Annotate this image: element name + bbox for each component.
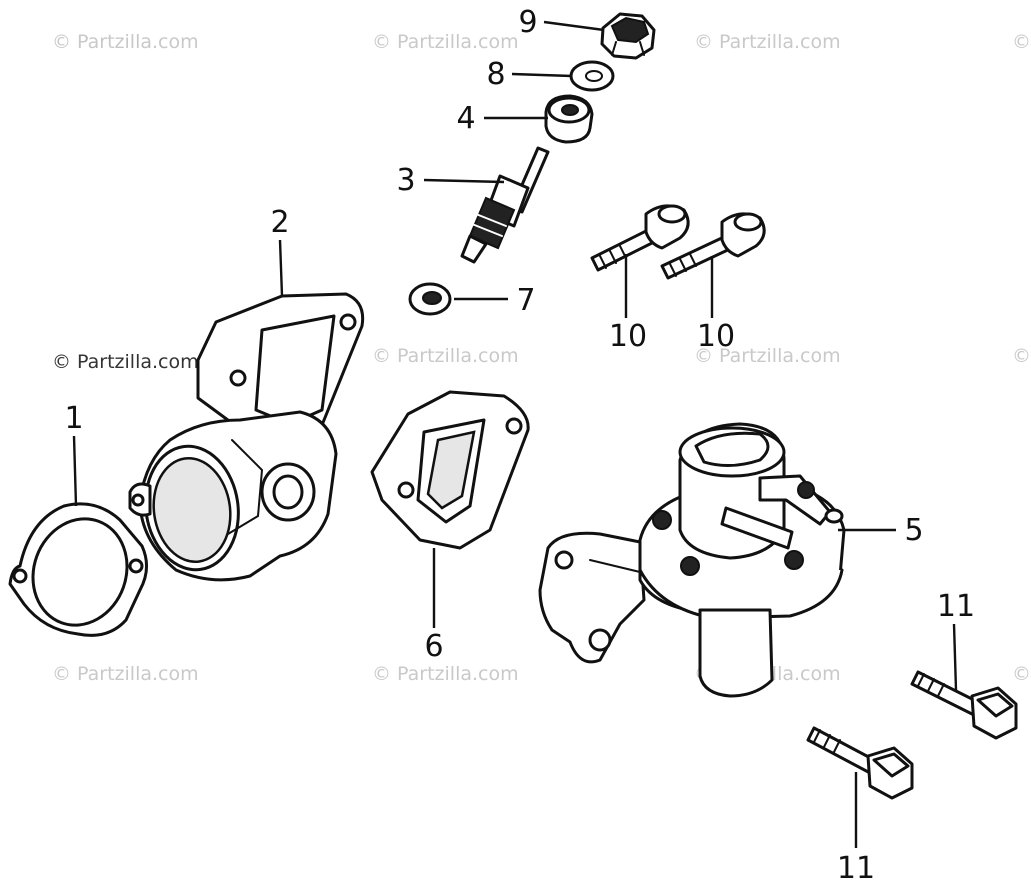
watermark: © Partzilla.com bbox=[694, 345, 841, 367]
callout-label: 6 bbox=[424, 629, 443, 664]
callout-label: 1 bbox=[64, 401, 83, 436]
part-10-bolt-left bbox=[590, 204, 690, 272]
callout-label: 11 bbox=[837, 851, 875, 886]
callout-label: 10 bbox=[697, 319, 735, 354]
watermark: © Partzilla.com bbox=[372, 663, 519, 685]
watermark: © bbox=[1012, 663, 1031, 685]
callout-label: 3 bbox=[396, 163, 415, 198]
callout-label: 5 bbox=[904, 513, 923, 548]
callout-label: 7 bbox=[516, 283, 535, 318]
callout-label: 9 bbox=[518, 5, 537, 40]
part-1-gasket bbox=[8, 502, 148, 637]
callout-label: 2 bbox=[270, 205, 289, 240]
part-10-bolt-right bbox=[660, 212, 766, 280]
callouts: 9 8 4 3 2 7 10 10 1 5 6 11 11 bbox=[64, 5, 975, 886]
watermark: © Partzilla.com bbox=[52, 663, 199, 685]
part-6-gasket bbox=[370, 390, 530, 550]
watermark: © Partzilla.com bbox=[52, 351, 199, 373]
callout-label: 4 bbox=[456, 101, 475, 136]
part-4-bushing bbox=[544, 94, 594, 144]
watermark: © bbox=[1012, 31, 1031, 53]
part-5-fuel-pump bbox=[538, 422, 846, 698]
watermark: © Partzilla.com bbox=[52, 31, 199, 53]
callout-label: 11 bbox=[937, 589, 975, 624]
part-11-bolt-lower bbox=[806, 726, 914, 800]
watermark: © bbox=[1012, 345, 1031, 367]
part-8-washer bbox=[569, 60, 615, 92]
part-3-drive-gear bbox=[460, 146, 550, 264]
watermark: © Partzilla.com bbox=[694, 31, 841, 53]
watermark: © Partzilla.com bbox=[372, 31, 519, 53]
part-7-seal bbox=[408, 282, 452, 316]
callout-label: 10 bbox=[609, 319, 647, 354]
callout-label: 8 bbox=[486, 57, 505, 92]
watermark: © Partzilla.com bbox=[372, 345, 519, 367]
leader-lines bbox=[72, 20, 958, 848]
part-11-bolt-upper bbox=[910, 670, 1018, 740]
part-9-cap-nut bbox=[600, 12, 656, 60]
part-2-housing bbox=[128, 292, 365, 582]
